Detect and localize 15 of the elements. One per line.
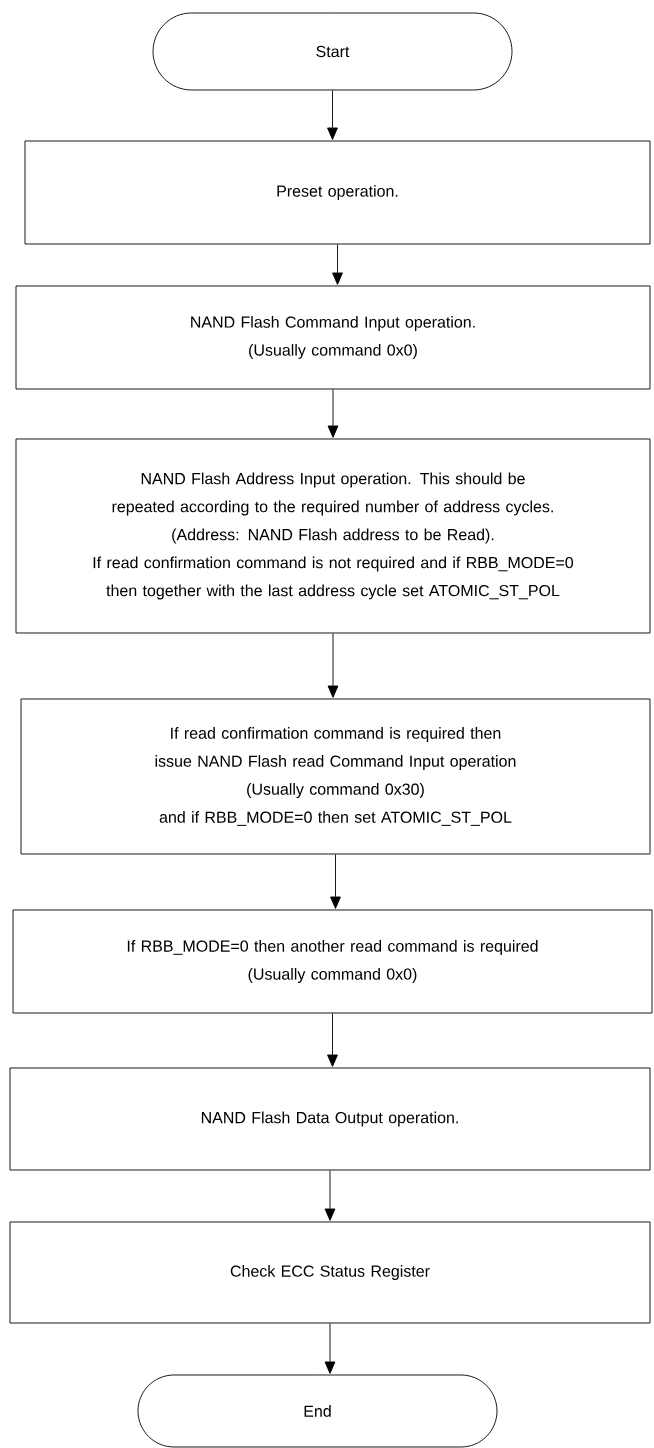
process-box: If RBB_MODE=0 then another read command is required (Usually command 0x0)	[12, 909, 653, 1014]
arrow	[327, 633, 339, 698]
arrow	[324, 1323, 336, 1374]
arrow	[324, 1170, 336, 1221]
process-box: NAND Flash Address Input operation. This should be repeated according to the required number of address cycles. (Address: NAND Flash address to be Read). If read confirmation command is not required and if RBB_MODE=0 then together with the last address cycle set ATOMIC_ST_POL	[15, 438, 651, 634]
process-box: NAND Flash Data Output operation.	[9, 1067, 651, 1171]
process-box: If read confirmation command is required then issue NAND Flash read Command Input operation (Usually command 0x30) and if RBB_MODE=0 then set ATOMIC_ST_POL	[20, 698, 651, 855]
arrow	[327, 389, 339, 438]
arrow	[327, 1013, 338, 1067]
arrow	[330, 854, 341, 909]
process-box: Check ECC Status Register	[9, 1221, 651, 1324]
arrow	[327, 90, 338, 140]
arrow	[332, 244, 343, 285]
process-box: NAND Flash Command Input operation. (Usually command 0x0)	[15, 285, 651, 390]
process-box: Preset operation.	[24, 140, 651, 245]
